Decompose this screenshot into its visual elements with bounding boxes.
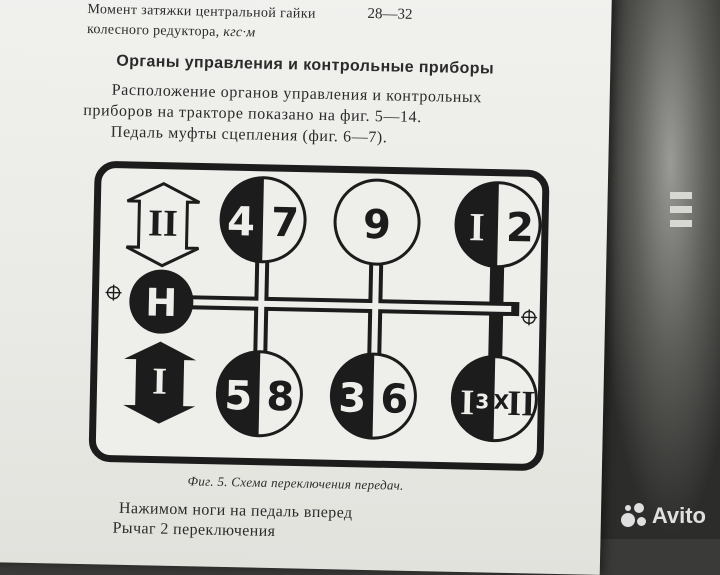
gear-position-1-2: I 2 <box>455 182 541 268</box>
reverse-label-3: 3 <box>475 389 489 413</box>
paragraph-line: Педаль муфты сцепления (фиг. 6—7). <box>111 124 388 148</box>
watermark: Avito <box>621 503 706 529</box>
torque-spec-label-2: колесного редуктора, кгс·м <box>87 22 256 42</box>
gear-position-3-6: 3 6 <box>331 353 417 439</box>
paragraph-line: Рычаг 2 переключения <box>112 520 275 541</box>
gear-label-5: 5 <box>224 373 253 420</box>
figure-caption: Фиг. 5. Схема переключения передач. <box>187 473 403 494</box>
torque-spec-text: колесного редуктора, <box>87 22 220 40</box>
gear-label-7: 7 <box>271 200 300 247</box>
range-upper-label: II <box>148 202 178 245</box>
gear-label-9: 9 <box>363 202 392 249</box>
gear-label-8: 8 <box>266 374 295 421</box>
gear-label-4: 4 <box>227 199 256 246</box>
torque-spec-unit: кгс·м <box>223 25 255 41</box>
photo-detail <box>670 206 692 213</box>
reverse-label-i: I <box>460 382 475 422</box>
range-lower-label: I <box>152 360 168 402</box>
gear-position-5-8: 5 8 <box>217 351 303 437</box>
gear-label-2: 2 <box>506 205 535 252</box>
torque-spec-label: Момент затяжки центральной гайки <box>87 2 316 23</box>
torque-spec-value: 28—32 <box>367 6 412 24</box>
gear-label-1: I <box>469 204 486 249</box>
book-page: Момент затяжки центральной гайки 28—32 к… <box>0 0 612 575</box>
background-photo <box>596 0 720 539</box>
photo-detail <box>670 192 692 199</box>
gear-label-6: 6 <box>380 376 409 423</box>
photo-detail <box>670 220 692 227</box>
gear-label-3: 3 <box>338 375 367 422</box>
range-neutral-label: H <box>145 280 178 325</box>
watermark-text: Avito <box>652 503 706 529</box>
paragraph-line: Нажимом ноги на педаль вперед <box>119 500 353 523</box>
reverse-label-ii: II <box>507 383 536 424</box>
gear-shift-diagram: II H I 4 7 9 I <box>88 160 554 475</box>
gear-position-9: 9 <box>334 179 420 265</box>
gear-position-4-7: 4 7 <box>220 177 306 263</box>
section-heading: Органы управления и контрольные приборы <box>116 53 494 79</box>
avito-logo-icon <box>621 503 647 529</box>
gear-position-reverse: I 3 X II <box>452 356 538 442</box>
